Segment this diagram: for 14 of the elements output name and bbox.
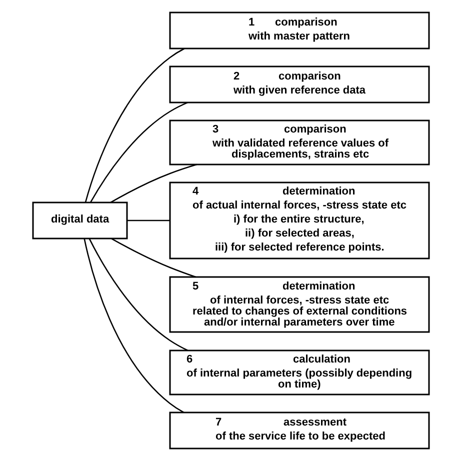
node-box: 4 determination of actual internal forces, -stress state etc i) for the entire structure, ii) for selected areas, iii) for selected reference points.	[169, 182, 430, 260]
connector	[110, 164, 197, 204]
node-box: 3 comparison with validated reference values of displacements, strains etc	[169, 120, 430, 166]
node-box: 5 determination of internal forces, -stress state etc related to changes of external conditions and/or internal parameters over time	[169, 276, 430, 333]
node-box: 6 calculation of internal parameters (possibly depending on time)	[169, 350, 430, 396]
node-box: 7 assessment of the service life to be expected	[169, 412, 430, 450]
node-box: 2 comparison with given reference data	[169, 66, 430, 104]
connector	[88, 238, 188, 351]
node-box: digital data	[32, 202, 128, 240]
connector	[84, 238, 184, 414]
connector	[90, 102, 188, 203]
connector	[127, 220, 170, 222]
node-box: 1 comparison with master pattern	[169, 12, 430, 50]
connector	[84, 48, 185, 203]
